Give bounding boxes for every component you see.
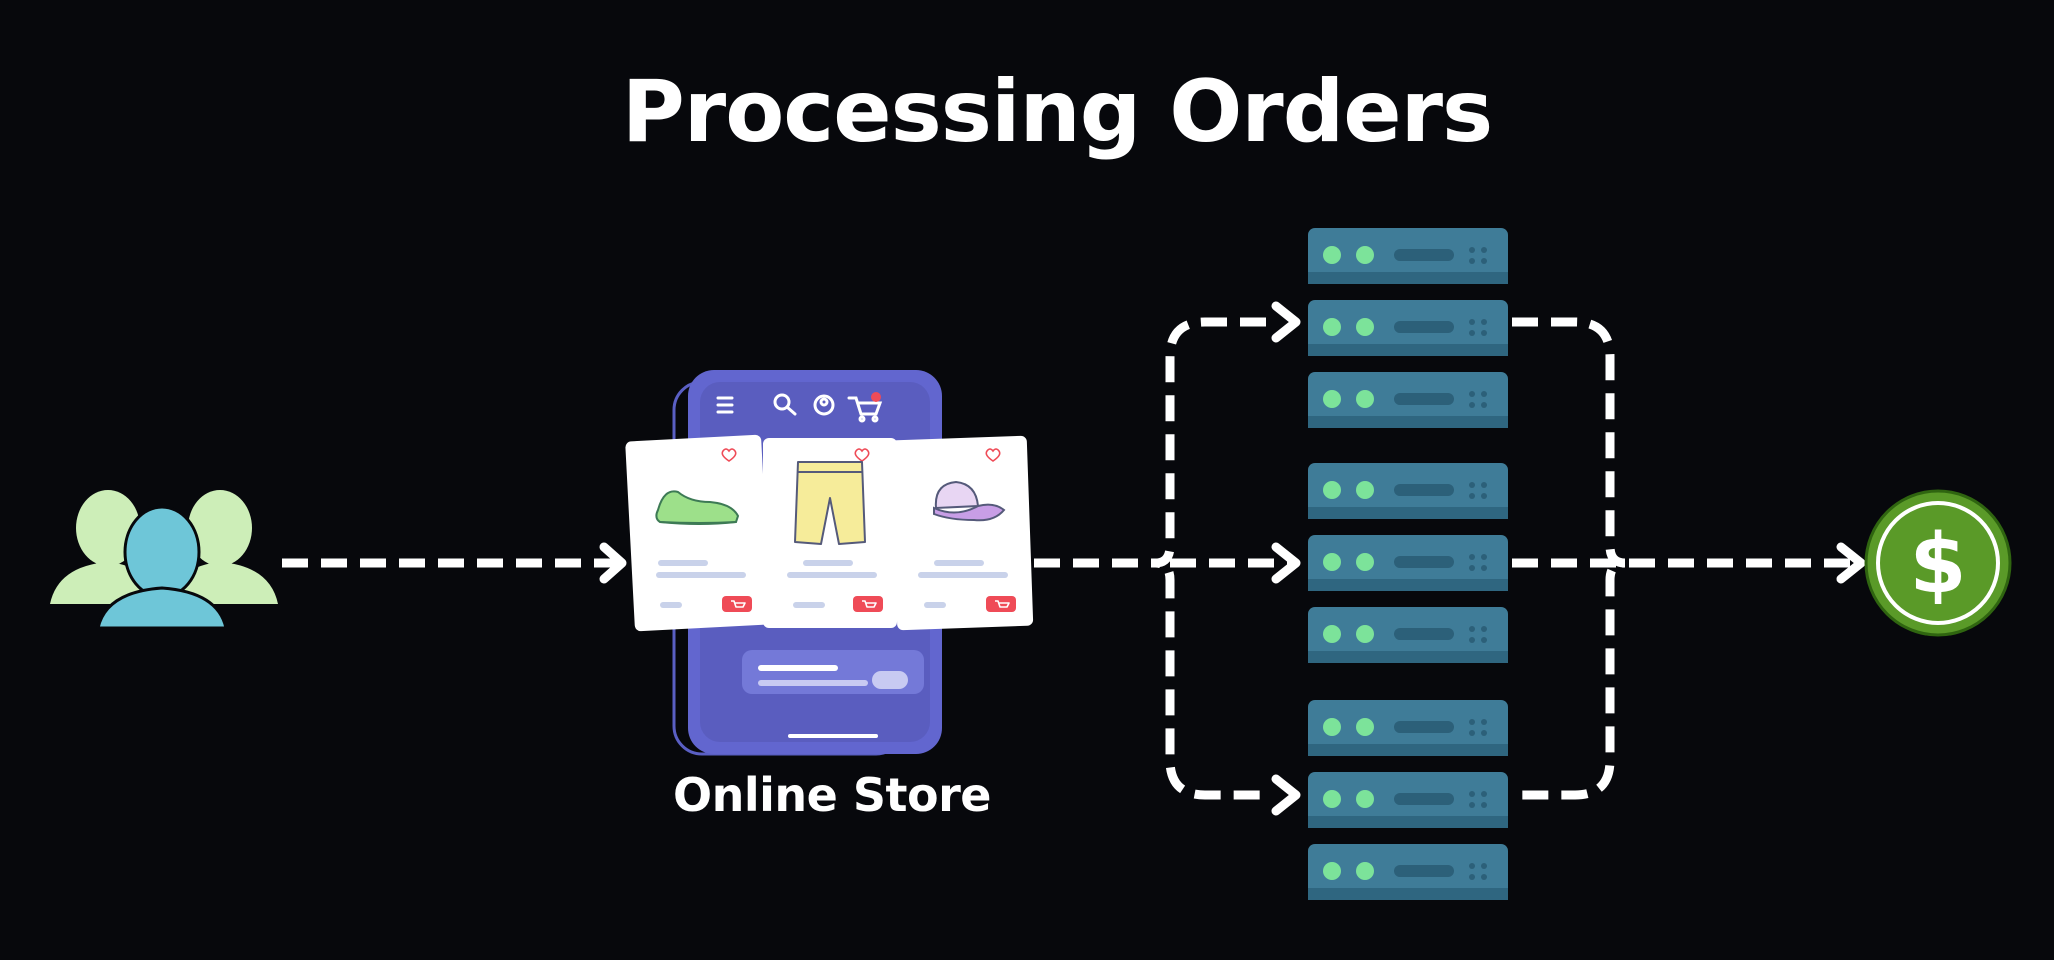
arrow-heads: [599, 301, 1866, 816]
branch-right: [1512, 317, 1626, 800]
shorts-icon: [794, 461, 866, 545]
product-card: [625, 434, 771, 632]
dollar-coin-icon: $: [1864, 489, 2012, 637]
svg-text:$: $: [1909, 517, 1966, 612]
store-label: Online Store: [673, 768, 991, 822]
users-group-icon: [50, 490, 278, 630]
product-card: [890, 435, 1034, 631]
flow-arrows: [282, 317, 1855, 800]
server-rack-icon: [1308, 463, 1508, 663]
cap-icon: [933, 480, 1006, 522]
page-title: Processing Orders: [621, 62, 1493, 162]
server-rack-icon: [1308, 700, 1508, 900]
server-rack-icon: [1308, 228, 1508, 428]
branch-left: [1154, 317, 1266, 800]
product-card: [763, 438, 897, 628]
sneaker-icon: [655, 490, 740, 525]
